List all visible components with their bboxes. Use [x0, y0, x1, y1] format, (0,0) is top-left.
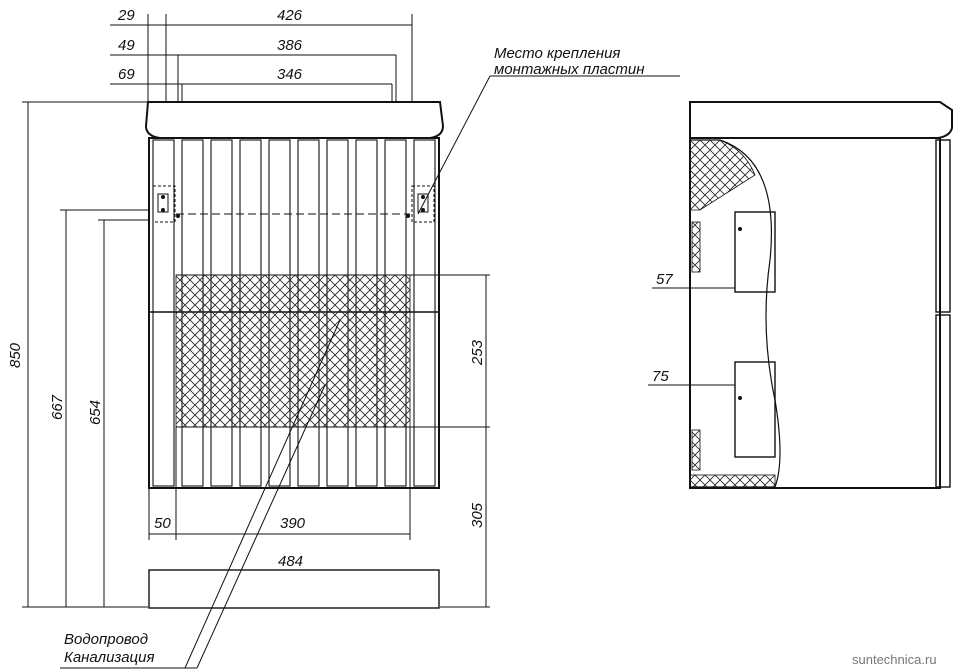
- dim-346: 346: [277, 66, 303, 83]
- dim-253: 253: [469, 339, 486, 366]
- callout-pipes-line1: Водопровод: [64, 631, 148, 648]
- base-plinth: [148, 569, 440, 609]
- dim-75: 75: [652, 368, 669, 385]
- mounting-plate-left: [152, 185, 180, 223]
- dim-57: 57: [656, 271, 673, 288]
- pipe-zone-hatch: [175, 274, 411, 428]
- basin-top: [144, 101, 445, 139]
- dim-484: 484: [278, 553, 303, 570]
- watermark-text: suntechnica.ru: [852, 652, 937, 667]
- front-dimensions: 29 426 49 386 69 346 850 667 654 253 305…: [7, 7, 490, 608]
- dim-850: 850: [7, 342, 24, 368]
- dim-49: 49: [118, 37, 135, 54]
- callout-pipes-line2: Канализация: [64, 649, 155, 666]
- dim-69: 69: [118, 66, 135, 83]
- callout-mounting-plates-line1: Место крепления: [494, 45, 620, 62]
- cabinet-body: [148, 137, 440, 489]
- dim-667: 667: [49, 394, 66, 420]
- dim-305: 305: [469, 502, 486, 528]
- dim-386: 386: [277, 37, 303, 54]
- mounting-plate-right: [406, 185, 435, 223]
- dim-29: 29: [117, 7, 135, 24]
- slat: [152, 139, 175, 487]
- dim-390: 390: [280, 515, 306, 532]
- side-wall-hatch: [689, 139, 781, 488]
- slat: [413, 139, 436, 487]
- callout-mounting-plates-line2: монтажных пластин: [494, 61, 644, 78]
- callouts: Место крепления монтажных пластин Водопр…: [60, 45, 680, 669]
- dim-654: 654: [87, 400, 104, 425]
- front-view: [144, 101, 490, 609]
- side-dimensions: 57 75: [648, 271, 735, 386]
- dim-50: 50: [154, 515, 171, 532]
- dim-426: 426: [277, 7, 303, 24]
- side-view: [689, 101, 953, 489]
